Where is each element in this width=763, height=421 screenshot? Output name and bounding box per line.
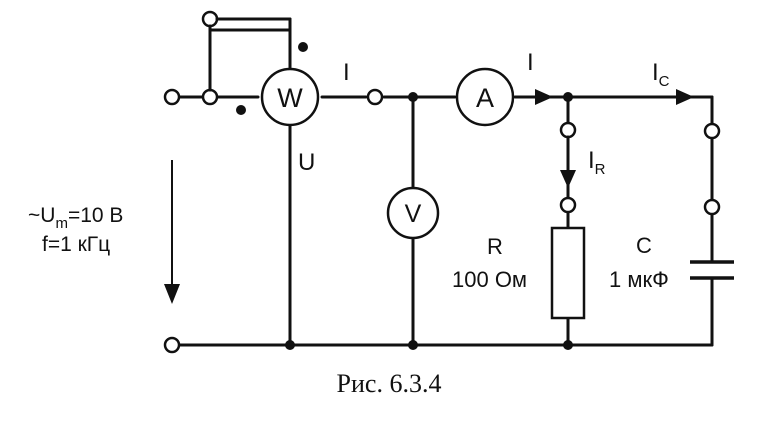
terminal-top-loop bbox=[201, 10, 219, 28]
wattmeter-polarity-mark-left bbox=[236, 105, 246, 115]
capacitor-switch-bottom bbox=[703, 198, 721, 216]
resistor-name: R bbox=[487, 234, 503, 259]
source-amplitude-label: ~Um=10 В bbox=[28, 204, 123, 232]
capacitor bbox=[690, 260, 734, 280]
wattmeter-polarity-mark-top bbox=[298, 42, 308, 52]
current-label-1: I bbox=[343, 59, 350, 86]
resistor-switch-top bbox=[559, 121, 577, 139]
current-arrow-main bbox=[535, 89, 553, 105]
figure-caption: Рис. 6.3.4 bbox=[337, 369, 442, 398]
resistor bbox=[550, 226, 586, 320]
input-terminal-bottom bbox=[163, 336, 181, 354]
capacitor-name: C bbox=[636, 233, 652, 258]
voltmeter: V bbox=[386, 186, 440, 240]
resistor-value: 100 Ом bbox=[452, 267, 527, 292]
terminal-after-wattmeter bbox=[366, 88, 384, 106]
junction-terminal-left bbox=[201, 88, 219, 106]
ammeter: A bbox=[455, 67, 515, 127]
ammeter-symbol: A bbox=[476, 83, 494, 113]
labels: I I U IC IR ~Um=10 В f=1 кГц R 100 Ом C … bbox=[28, 49, 670, 398]
junction-dots bbox=[236, 42, 573, 350]
capacitor-switch-top bbox=[703, 122, 721, 140]
wattmeter-symbol: W bbox=[277, 83, 303, 113]
current-arrow-c bbox=[676, 89, 694, 105]
current-arrow-r bbox=[560, 170, 576, 188]
voltmeter-symbol: V bbox=[405, 200, 422, 228]
wires bbox=[178, 28, 714, 347]
capacitor-value: 1 мкФ bbox=[609, 267, 669, 292]
resistor-switch-bottom bbox=[559, 196, 577, 214]
input-terminal-top bbox=[163, 88, 181, 106]
current-label-2: I bbox=[527, 49, 534, 76]
wattmeter: W bbox=[260, 67, 320, 127]
voltage-label: U bbox=[298, 149, 315, 176]
terminals bbox=[163, 10, 721, 354]
source-voltage-arrow bbox=[164, 284, 180, 304]
current-r-label: IR bbox=[588, 147, 606, 178]
current-c-label: IC bbox=[652, 59, 670, 90]
arrows bbox=[164, 89, 694, 304]
source-frequency-label: f=1 кГц bbox=[42, 233, 110, 256]
